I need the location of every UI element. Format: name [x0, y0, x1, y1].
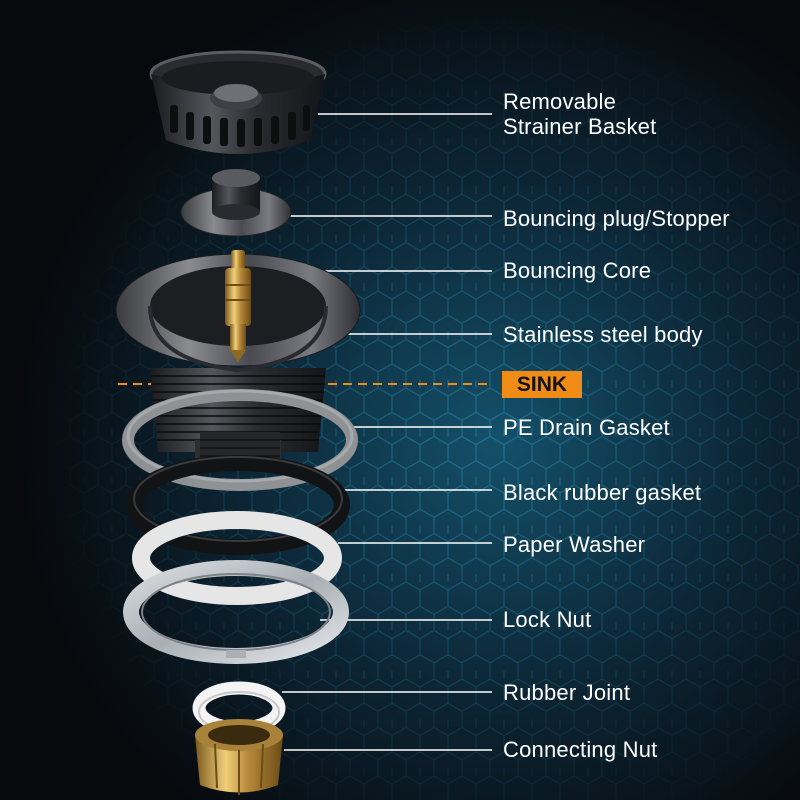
label-body: Stainless steel body [503, 322, 703, 347]
label-strainer-basket: Removable Strainer Basket [503, 89, 656, 139]
label-strainer-line2: Strainer Basket [503, 114, 657, 139]
black-rubber-gasket [126, 455, 350, 555]
label-rubber-joint: Rubber Joint [503, 680, 631, 705]
connecting-nut [195, 719, 283, 795]
label-rubber-gasket: Black rubber gasket [503, 480, 702, 505]
label-strainer-line1: Removable [503, 89, 617, 114]
strainer-basket [149, 50, 327, 154]
label-core: Bouncing Core [503, 258, 652, 283]
lock-nut [123, 560, 349, 664]
label-pe-gasket: PE Drain Gasket [503, 415, 670, 440]
label-lock-nut: Lock Nut [503, 607, 592, 632]
label-paper-washer: Paper Washer [503, 532, 646, 557]
label-connecting-nut: Connecting Nut [503, 737, 658, 762]
paper-washer [132, 511, 342, 605]
bouncing-plug [180, 169, 292, 237]
bouncing-core [225, 250, 251, 362]
label-plug: Bouncing plug/Stopper [503, 206, 730, 231]
sink-badge: SINK [502, 371, 582, 398]
